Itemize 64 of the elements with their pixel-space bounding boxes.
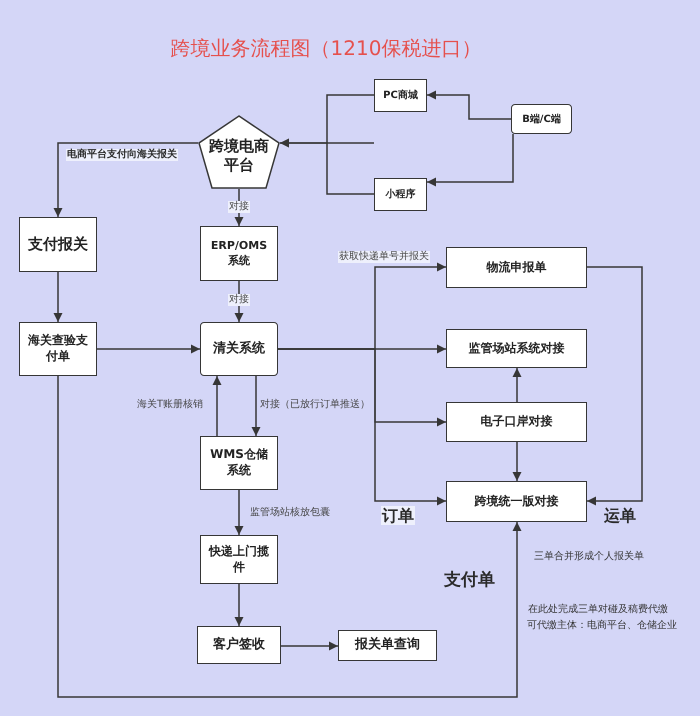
node-label: PC商城 bbox=[383, 89, 418, 102]
node-label: 支付报关 bbox=[28, 234, 88, 254]
process-box bbox=[19, 322, 97, 376]
arrow bbox=[427, 134, 514, 186]
node-label: WMS仓储系统 bbox=[209, 447, 269, 479]
node-label: 电子口岸对接 bbox=[480, 414, 552, 430]
process-box bbox=[200, 436, 278, 490]
process-box bbox=[200, 535, 278, 584]
process-box bbox=[446, 329, 587, 368]
edge-label: 对接 bbox=[228, 294, 250, 306]
note-text: 三单合并形成个人报关单 bbox=[534, 551, 644, 563]
arrow bbox=[280, 138, 374, 195]
node-label: 快递上门揽件 bbox=[209, 544, 269, 576]
process-box bbox=[374, 178, 427, 211]
process-box bbox=[19, 217, 97, 272]
arrow bbox=[234, 584, 244, 626]
process-box bbox=[338, 630, 437, 661]
node-label: 报关单查询 bbox=[355, 637, 420, 654]
edge-label: 监管场站核放包囊 bbox=[249, 507, 331, 519]
process-box bbox=[374, 79, 427, 112]
arrow bbox=[97, 344, 200, 354]
diagram-title: 跨境业务流程图（1210保税进口） bbox=[170, 36, 482, 60]
arrow bbox=[587, 266, 643, 506]
arrow bbox=[57, 376, 522, 698]
arrow bbox=[252, 376, 260, 436]
node-label: 小程序 bbox=[386, 188, 416, 201]
process-box bbox=[200, 226, 278, 281]
edge-label: 海关T账册核销 bbox=[136, 399, 204, 411]
node-label: 物流申报单 bbox=[486, 260, 546, 276]
node-label: 海关查验支付单 bbox=[28, 333, 88, 365]
process-box bbox=[446, 402, 587, 442]
node-label: 客户签收 bbox=[213, 636, 265, 654]
process-box bbox=[511, 104, 572, 134]
pentagon-shape bbox=[198, 115, 280, 189]
note-text: 可代缴主体：电商平台、仓储企业 bbox=[527, 620, 677, 632]
node-label: 跨境电商平台 bbox=[208, 136, 270, 176]
arrow bbox=[278, 348, 446, 506]
node-label: 清关系统 bbox=[213, 340, 265, 358]
arrow bbox=[512, 368, 522, 402]
node-label: ERP/OMS系统 bbox=[210, 239, 268, 268]
note-text: 在此处完成三单对碰及稿费代缴 bbox=[528, 604, 668, 616]
arrow bbox=[54, 272, 62, 322]
node-label: B端/C端 bbox=[522, 112, 561, 126]
process-box bbox=[446, 481, 587, 522]
process-box bbox=[200, 322, 278, 376]
arrow bbox=[512, 442, 522, 481]
edge-label: 对接（已放行订单推送） bbox=[259, 399, 371, 411]
arrow bbox=[212, 376, 222, 436]
arrow bbox=[427, 90, 511, 120]
node-label: 监管场站系统对接 bbox=[468, 340, 564, 356]
edge-label: 对接 bbox=[228, 201, 250, 213]
edge-label: 电商平台支付向海关报关 bbox=[66, 149, 178, 161]
node-label: 跨境统一版对接 bbox=[474, 494, 558, 510]
edge-label: 获取快递单号并报关 bbox=[338, 251, 430, 263]
arrow bbox=[234, 281, 244, 322]
arrow bbox=[234, 490, 244, 535]
process-box bbox=[446, 247, 587, 288]
edge-label: 支付单 bbox=[443, 570, 496, 590]
arrow bbox=[234, 189, 244, 226]
edge-label: 运单 bbox=[603, 506, 637, 526]
arrow bbox=[54, 142, 198, 217]
edge-label: 订单 bbox=[381, 506, 415, 526]
process-box bbox=[197, 626, 281, 664]
arrow bbox=[281, 642, 338, 650]
